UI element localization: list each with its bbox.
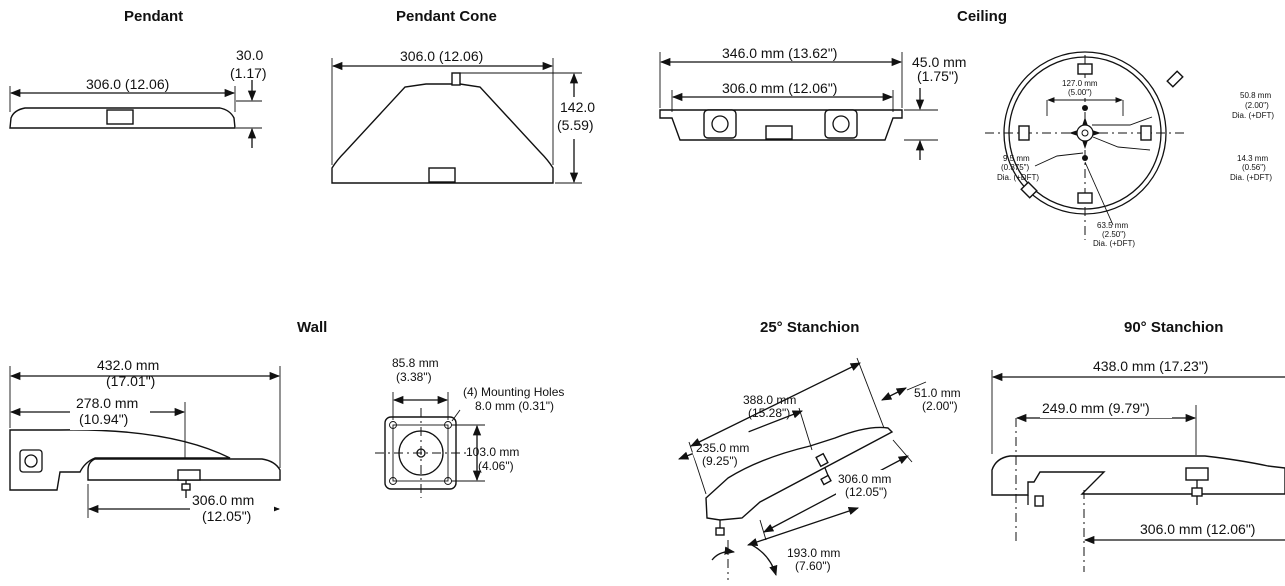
wall-plate-w-mm: 85.8 mm: [392, 356, 439, 370]
stanchion-90-title: 90° Stanchion: [1124, 319, 1224, 336]
ceiling-plate-drawing: 127.0 mm (5.00") 50.8 mm (2.00") Dia. (+…: [985, 51, 1274, 248]
pendant-height-mm: 30.0: [236, 47, 263, 63]
ceiling-height-in: (1.75"): [917, 68, 959, 84]
stanchion-25-head-mm: 306.0 mm: [838, 472, 891, 486]
pendant-cone-driver-box: [428, 167, 456, 183]
wall-side-drawing: 432.0 mm (17.01") 278.0 mm (10.94") 306.…: [9, 357, 281, 526]
stanchion-90-housing: [991, 455, 1285, 496]
wall-head-in: (12.05"): [202, 508, 251, 524]
stanchion-90-drawing: 438.0 mm (17.23") 249.0 mm (9.79") 306.0…: [991, 358, 1285, 572]
ceiling-side-drawing: 346.0 mm (13.62") 306.0 mm (12.06") 45.0…: [659, 45, 966, 160]
pendant-cone-height-mm: 142.0: [560, 99, 595, 115]
stanchion-25-height-in: (2.00"): [922, 399, 958, 413]
wall-plate-w-in: (3.38"): [396, 370, 432, 384]
stanchion-25-head-in: (12.05"): [845, 485, 887, 499]
stanchion-90-overall-label: 438.0 mm (17.23"): [1093, 358, 1208, 374]
plate-hole-c-note: Dia. (+DFT): [1230, 173, 1272, 182]
wall-plate-h-mm: 103.0 mm: [466, 445, 519, 459]
pendant-title: Pendant: [124, 8, 184, 25]
ceiling-bracket-left: [703, 109, 737, 139]
wall-holes-size: 8.0 mm (0.31"): [475, 399, 554, 413]
pendant-drawing: 306.0 (12.06) 30.0 (1.17): [9, 47, 267, 148]
stanchion-25-title: 25° Stanchion: [760, 319, 860, 336]
stanchion-25-base-in: (7.60"): [795, 559, 831, 573]
plate-hole-d-in: (2.50"): [1102, 230, 1126, 239]
stanchion-25-height-dimension: [881, 387, 907, 401]
ceiling-inner-width-label: 306.0 mm (12.06"): [722, 80, 837, 96]
pendant-cone-stem: [451, 72, 461, 86]
pendant-cone-title: Pendant Cone: [396, 8, 497, 25]
plate-spacing-in: (5.00"): [1068, 88, 1092, 97]
wall-overall-mm: 432.0 mm: [97, 357, 159, 373]
pendant-height-in: (1.17): [230, 65, 267, 81]
plate-hole-c-mm: 14.3 mm: [1237, 154, 1268, 163]
wall-holes-label: (4) Mounting Holes: [463, 385, 564, 399]
plate-hole-b-mm: 9.5 mm: [1003, 154, 1030, 163]
plate-hole-b-in: (0.375"): [1001, 163, 1030, 172]
pendant-cone-width-label: 306.0 (12.06): [400, 48, 483, 64]
stanchion-90-head-label: 306.0 mm (12.06"): [1140, 521, 1255, 537]
pendant-cone-height-in: (5.59): [557, 117, 594, 133]
stanchion-25-arm-mm: 235.0 mm: [696, 441, 749, 455]
plate-hole-d-mm: 63.5 mm: [1097, 221, 1128, 230]
wall-plate-drawing: 85.8 mm (3.38") (4) Mounting Holes 8.0 m…: [375, 356, 564, 498]
plate-hole-b-note: Dia. (+DFT): [997, 173, 1039, 182]
ceiling-height-mm: 45.0 mm: [912, 54, 966, 70]
wall-overall-in: (17.01"): [106, 373, 155, 389]
plate-hole-a-note: Dia. (+DFT): [1232, 111, 1274, 120]
wall-plate-h-in: (4.06"): [478, 459, 514, 473]
wall-title: Wall: [297, 319, 328, 336]
wall-head-mm: 306.0 mm: [192, 492, 254, 508]
wall-arm-in: (10.94"): [79, 411, 128, 427]
stanchion-25-height-mm: 51.0 mm: [914, 386, 961, 400]
stanchion-90-arm-label: 249.0 mm (9.79"): [1042, 400, 1150, 416]
ceiling-outer-width-label: 346.0 mm (13.62"): [722, 45, 837, 61]
pendant-driver-box: [106, 109, 134, 125]
stanchion-25-base-dimension: [747, 507, 859, 546]
stanchion-25-drawing: 388.0 mm (15.28") 235.0 mm (9.25") 51.0 …: [678, 357, 961, 580]
plate-spacing-mm: 127.0 mm: [1062, 79, 1098, 88]
wall-arm: [9, 429, 231, 491]
plate-hole-d-note: Dia. (+DFT): [1093, 239, 1135, 248]
ceiling-bracket-right: [824, 109, 858, 139]
plate-hole-a-mm: 50.8 mm: [1240, 91, 1271, 100]
plate-hole-a-in: (2.00"): [1245, 101, 1269, 110]
pendant-width-label: 306.0 (12.06): [86, 76, 169, 92]
plate-hole-c-in: (0.56"): [1242, 163, 1266, 172]
ceiling-driver-box: [765, 125, 793, 140]
stanchion-25-overall-mm: 388.0 mm: [743, 393, 796, 407]
pendant-cone-drawing: 306.0 (12.06) 142.0 (5.59): [331, 48, 596, 184]
stanchion-25-arm-in: (9.25"): [702, 454, 738, 468]
wall-arm-mm: 278.0 mm: [76, 395, 138, 411]
ceiling-title: Ceiling: [957, 8, 1008, 25]
stanchion-25-base-mm: 193.0 mm: [787, 546, 840, 560]
